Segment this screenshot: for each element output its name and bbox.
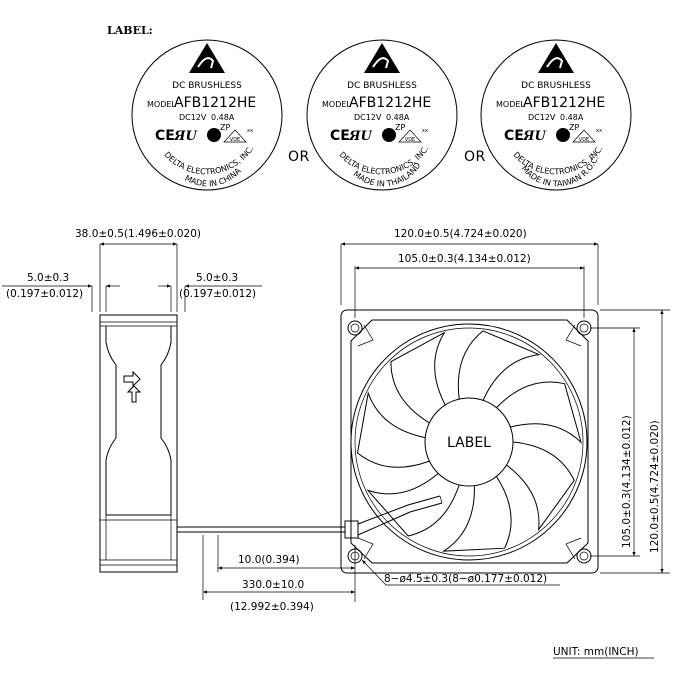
label-series: DC BRUSHLESS — [521, 81, 591, 91]
vertical-hole-spacing-dimension: 105.0±0.3(4.134±0.012) — [621, 415, 633, 548]
label-model: AFB1212HE — [523, 95, 605, 111]
delta-logo-icon — [538, 43, 574, 73]
left-flange-dimension: 5.0±0.3 — [27, 272, 69, 284]
csa-mark-icon — [382, 128, 396, 142]
label-model: AFB1212HE — [174, 95, 256, 111]
label-voltage: DC12V — [354, 113, 382, 122]
label-voltage: DC12V — [528, 113, 556, 122]
zp-mark: ZP — [395, 123, 405, 132]
label-series: DC BRUSHLESS — [347, 81, 417, 91]
unit-note: UNIT: mm(INCH) — [553, 646, 639, 658]
or-separator: OR — [288, 149, 310, 165]
label-voltage: DC12V — [179, 113, 207, 122]
left-flange-dimension-inch: (0.197±0.012) — [6, 288, 83, 300]
hole-spec-callout: 8−ø4.5±0.3(8−ø0.177±0.012) — [384, 573, 547, 585]
mounting-hole — [347, 320, 374, 347]
fan-blade — [356, 391, 430, 468]
label-model-prefix: MODEL — [322, 100, 351, 109]
delta-logo-icon — [364, 43, 400, 73]
vde-mark-text: VDE — [579, 137, 589, 143]
csa-mark-icon — [556, 128, 570, 142]
label-current: 0.48A — [560, 113, 584, 122]
strip-length-dimension: 10.0(0.394) — [238, 554, 300, 566]
side-depth-dimension: 38.0±0.5(1.496±0.020) — [75, 228, 201, 240]
mounting-hole — [347, 537, 374, 564]
fan-blade — [506, 441, 575, 532]
vde-mark-icon — [398, 129, 422, 143]
fan-blade — [390, 331, 446, 424]
ul-mark-icon: ЯU — [173, 129, 197, 144]
delta-logo-icon — [189, 43, 225, 73]
zp-mark: ZP — [220, 123, 230, 132]
fan-frame — [340, 309, 599, 574]
front-view: LABEL 120.0±0.5(4.724±0.020) 105.0±0.3(4… — [202, 228, 670, 613]
ce-mark-icon: CE — [504, 128, 524, 144]
rotation-arrow-icon — [126, 385, 142, 403]
lead-wire — [177, 526, 205, 533]
vde-mark-icon — [572, 129, 596, 143]
vde-mark-text: VDE — [230, 137, 240, 143]
xx-mark: xx — [422, 128, 428, 134]
vde-mark-icon — [223, 129, 247, 143]
fan-blades — [356, 330, 582, 552]
label-disc-outline — [131, 39, 283, 191]
section-label: LABEL: — [107, 24, 153, 37]
label-disc-outline — [480, 39, 632, 191]
vde-mark-text: VDE — [405, 137, 415, 143]
label-model-prefix: MODEL — [496, 100, 525, 109]
xx-mark: xx — [247, 128, 253, 134]
right-flange-dimension-inch: (0.197±0.012) — [179, 288, 256, 300]
or-separator: OR — [464, 149, 486, 165]
mounting-hole — [565, 320, 592, 347]
label-model-prefix: MODEL — [147, 100, 176, 109]
side-view-body — [99, 314, 178, 573]
lead-length-dimension-inch: (12.992±0.394) — [230, 601, 314, 613]
xx-mark: xx — [596, 128, 602, 134]
front-width-dimension: 120.0±0.5(4.724±0.020) — [394, 228, 527, 240]
right-flange-dimension: 5.0±0.3 — [196, 272, 238, 284]
vertical-height-dimension: 120.0±0.5(4.724±0.020) — [649, 420, 661, 553]
fan-blade — [441, 476, 512, 552]
ce-mark-icon: CE — [155, 128, 175, 144]
zp-mark: ZP — [569, 123, 579, 132]
airflow-arrow-icon — [123, 370, 141, 388]
ce-mark-icon: CE — [330, 128, 350, 144]
lead-length-dimension: 330.0±10.0 — [242, 579, 304, 591]
hub-label: LABEL — [447, 435, 491, 451]
front-lead-wire — [203, 526, 345, 533]
label-series: DC BRUSHLESS — [172, 81, 242, 91]
label-current: 0.48A — [211, 113, 235, 122]
side-view-profile — [105, 326, 172, 516]
fan-blade — [366, 473, 460, 537]
hole-spacing-dimension: 105.0±0.3(4.134±0.012) — [398, 253, 531, 265]
side-view: 38.0±0.5(1.496±0.020) 5.0±0.3 (0.197±0.0… — [2, 228, 262, 573]
csa-mark-icon — [207, 128, 221, 142]
fan-venturi — [350, 323, 588, 561]
fan-blade — [457, 330, 541, 401]
fan-blade — [496, 381, 582, 444]
label-current: 0.48A — [386, 113, 410, 122]
label-model: AFB1212HE — [349, 95, 431, 111]
ul-mark-icon: ЯU — [348, 129, 372, 144]
label-disc-outline — [306, 39, 458, 191]
ul-mark-icon: ЯU — [522, 129, 546, 144]
mounting-hole — [565, 537, 592, 564]
